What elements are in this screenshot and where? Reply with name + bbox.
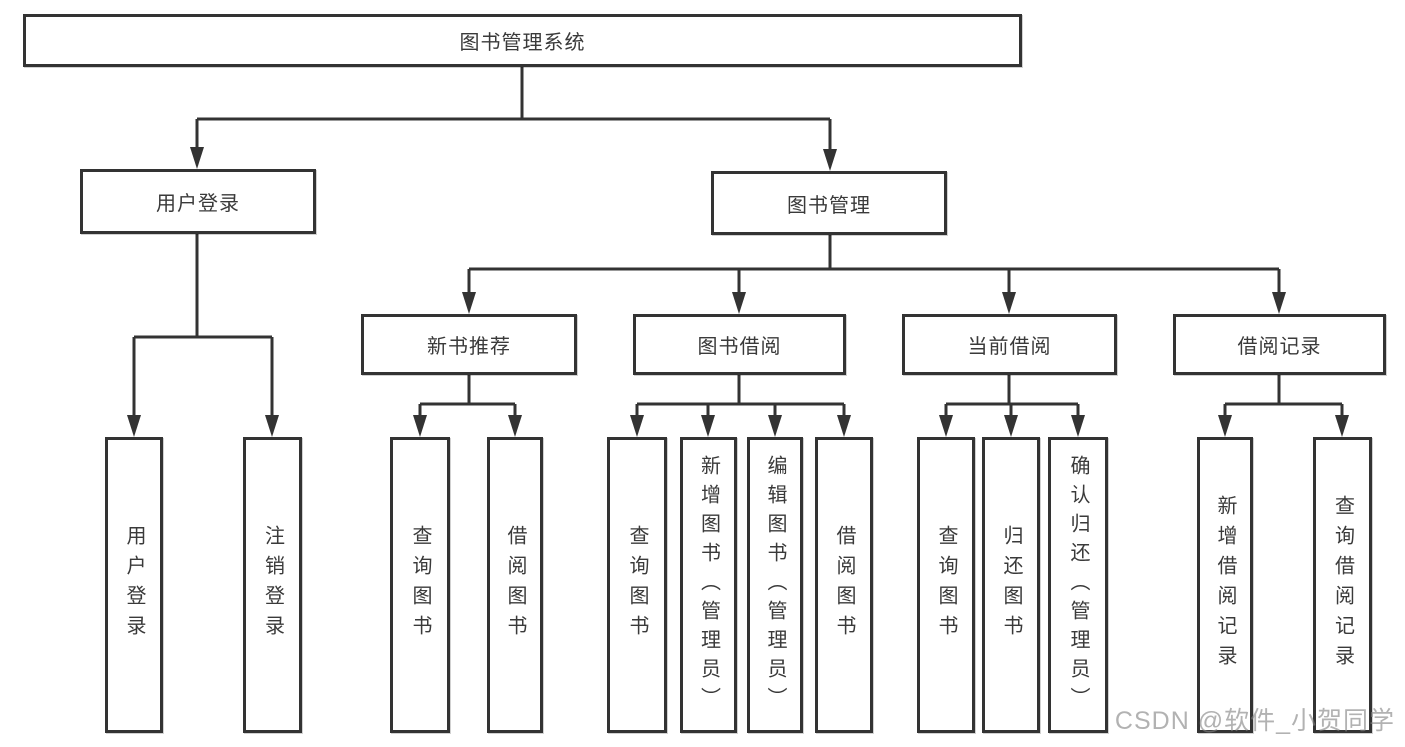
- node-book-management-branch: 图书管理: [711, 171, 947, 235]
- leaf-edit-books-admin: 编辑图书（管理员）: [747, 437, 803, 733]
- leaf-query-books-2: 查询图书: [607, 437, 667, 733]
- leaf-logout: 注销登录: [243, 437, 302, 733]
- node-new-book-recommend: 新书推荐: [361, 314, 577, 375]
- leaf-return-books: 归还图书: [982, 437, 1040, 733]
- leaf-borrow-books-1: 借阅图书: [487, 437, 543, 733]
- node-root-library-management-system: 图书管理系统: [23, 14, 1022, 67]
- leaf-query-books-3: 查询图书: [917, 437, 975, 733]
- leaf-confirm-return-admin: 确认归还（管理员）: [1048, 437, 1108, 733]
- leaf-add-borrow-record: 新增借阅记录: [1197, 437, 1253, 733]
- leaf-borrow-books-2: 借阅图书: [815, 437, 873, 733]
- leaf-query-borrow-record: 查询借阅记录: [1313, 437, 1372, 733]
- node-book-borrowing: 图书借阅: [633, 314, 846, 375]
- leaf-add-books-admin: 新增图书（管理员）: [680, 437, 737, 733]
- node-user-login-branch: 用户登录: [80, 169, 316, 234]
- leaf-user-login: 用户登录: [105, 437, 163, 733]
- node-borrowing-records: 借阅记录: [1173, 314, 1386, 375]
- leaf-query-books-1: 查询图书: [390, 437, 450, 733]
- node-current-borrowing: 当前借阅: [902, 314, 1117, 375]
- csdn-watermark: CSDN @软件_小贺同学: [1114, 707, 1395, 735]
